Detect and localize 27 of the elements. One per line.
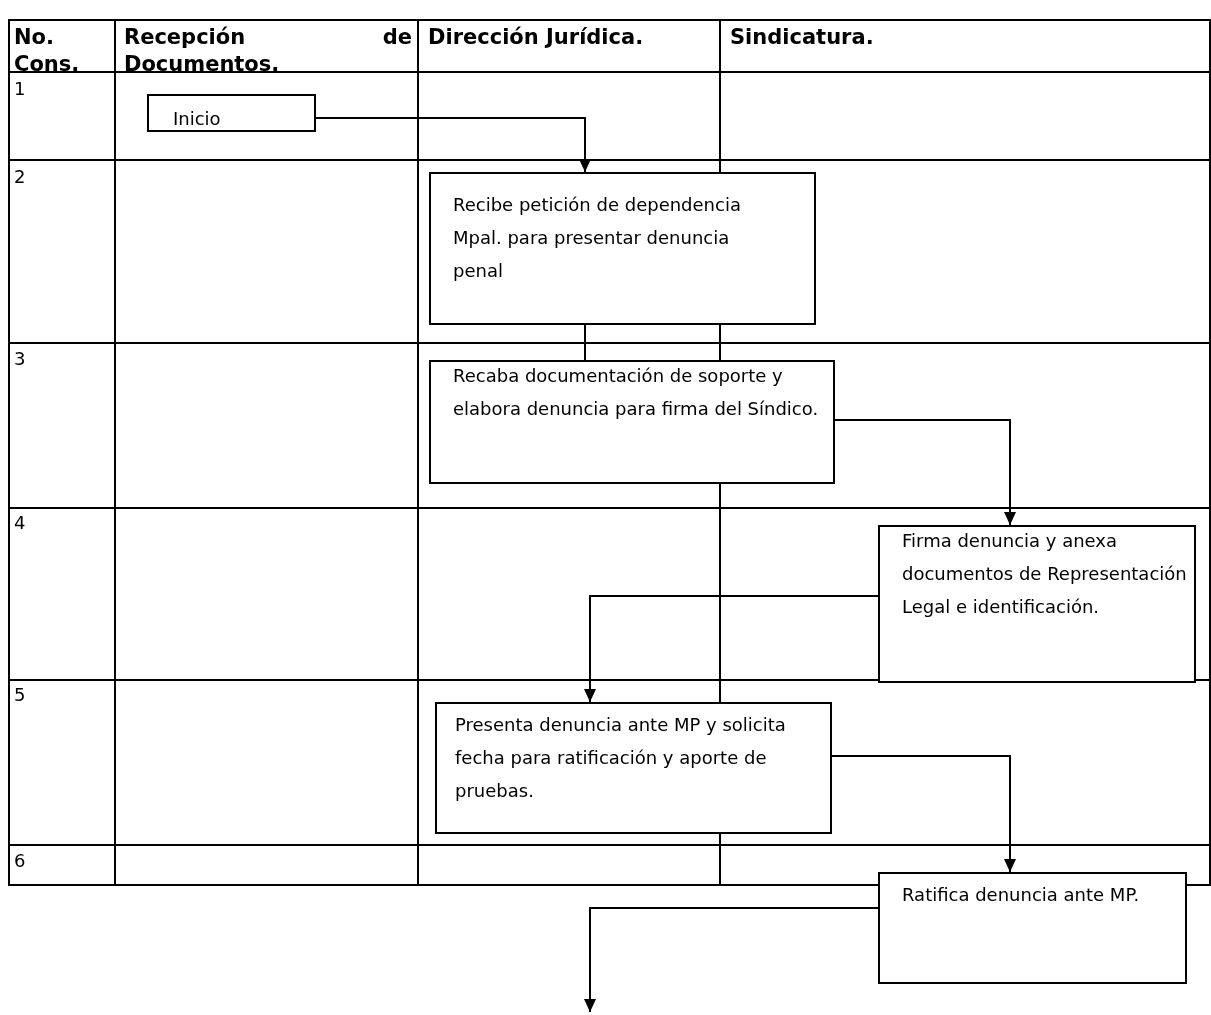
step-text: Recaba documentación de soporte y elabora denuncia para firma del Síndico. (453, 364, 820, 421)
row-number: 6 (14, 850, 27, 872)
row-number: 1 (14, 78, 27, 100)
process-box (878, 872, 1187, 984)
column-header: Dirección Jurídica. (428, 24, 645, 51)
column-header: Sindicatura. (730, 24, 875, 51)
column-header: Recepción de Documentos. (124, 24, 412, 78)
step-text: Presenta denuncia ante MP y solicita fecha para ratificación y aporte de pruebas. (455, 713, 787, 803)
arrow (584, 595, 879, 703)
step-text: Firma denuncia y anexa documentos de Representación Legal e identificación. (902, 529, 1187, 619)
step-text: Ratifica denuncia ante MP. (902, 883, 1141, 907)
row-number: 3 (14, 348, 27, 370)
arrow (831, 755, 1016, 873)
row-number: 2 (14, 166, 27, 188)
process-box (435, 702, 832, 834)
row-number: 4 (14, 512, 27, 534)
arrow (834, 419, 1016, 526)
process-box (429, 360, 835, 484)
step-text: Inicio (173, 107, 222, 131)
row-number: 5 (14, 684, 27, 706)
process-box (878, 525, 1196, 683)
process-box (147, 94, 316, 132)
arrow (584, 907, 879, 1013)
arrow (315, 117, 591, 173)
step-text: Recibe petición de dependencia Mpal. para presentar denuncia penal (453, 193, 742, 283)
column-header: No. Cons. (14, 24, 81, 78)
process-box (429, 172, 816, 325)
